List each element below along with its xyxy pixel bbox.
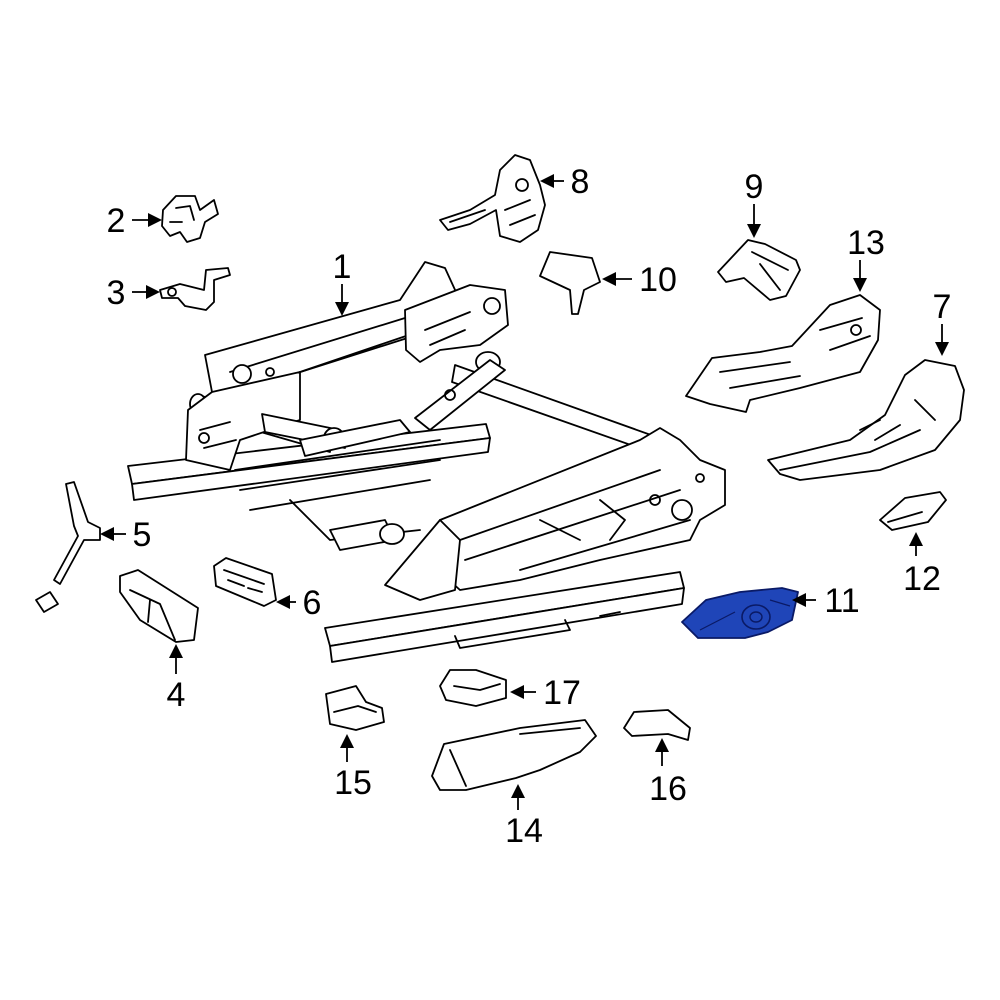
side-shield-part-14 (431, 719, 597, 791)
label-7: 7 (933, 288, 952, 326)
cover-part-4 (119, 569, 199, 643)
label-15: 15 (334, 764, 372, 802)
callout-11: 11 (792, 582, 860, 620)
clip-part-16 (623, 709, 691, 741)
clip-part-2 (161, 195, 219, 243)
callout-4: 4 (167, 644, 186, 714)
label-1: 1 (333, 248, 352, 286)
callout-12: 12 (903, 532, 941, 598)
connector-part-6 (213, 557, 277, 607)
side-cover-part-7 (767, 359, 965, 481)
callout-7: 7 (933, 288, 952, 356)
callout-9: 9 (745, 168, 764, 238)
label-5: 5 (133, 516, 152, 554)
trim-cover-part-11 (681, 587, 799, 639)
label-17: 17 (543, 674, 581, 712)
callout-1: 1 (333, 248, 352, 316)
label-9: 9 (745, 168, 764, 206)
knob-cover-part-12 (879, 491, 947, 531)
label-14: 14 (505, 812, 543, 850)
callout-17: 17 (510, 674, 581, 712)
clip-part-15 (325, 685, 385, 731)
callout-5: 5 (100, 516, 151, 554)
label-10: 10 (639, 261, 677, 299)
guide-part-9 (717, 239, 801, 301)
callout-14: 14 (505, 784, 543, 850)
label-6: 6 (303, 584, 322, 622)
harness-part-5 (35, 481, 101, 613)
callout-2: 2 (107, 202, 162, 240)
label-8: 8 (571, 163, 590, 201)
callout-16: 16 (649, 738, 687, 808)
bracket-part-3 (159, 267, 231, 311)
label-3: 3 (107, 274, 126, 312)
callout-3: 3 (107, 274, 160, 312)
recliner-bracket-part-8 (439, 154, 546, 243)
callout-8: 8 (540, 163, 589, 201)
label-11: 11 (824, 582, 859, 620)
side-bracket-part-13 (685, 294, 881, 413)
callout-6: 6 (276, 584, 321, 622)
callout-15: 15 (334, 734, 372, 802)
label-13: 13 (847, 224, 885, 262)
callout-10: 10 (602, 261, 677, 299)
label-2: 2 (107, 202, 126, 240)
label-4: 4 (167, 676, 186, 714)
label-12: 12 (903, 560, 941, 598)
seat-frame-part-1 (127, 261, 726, 663)
callout-13: 13 (847, 224, 885, 292)
plate-part-10 (539, 251, 601, 315)
pad-part-17 (439, 669, 507, 707)
label-16: 16 (649, 770, 687, 808)
